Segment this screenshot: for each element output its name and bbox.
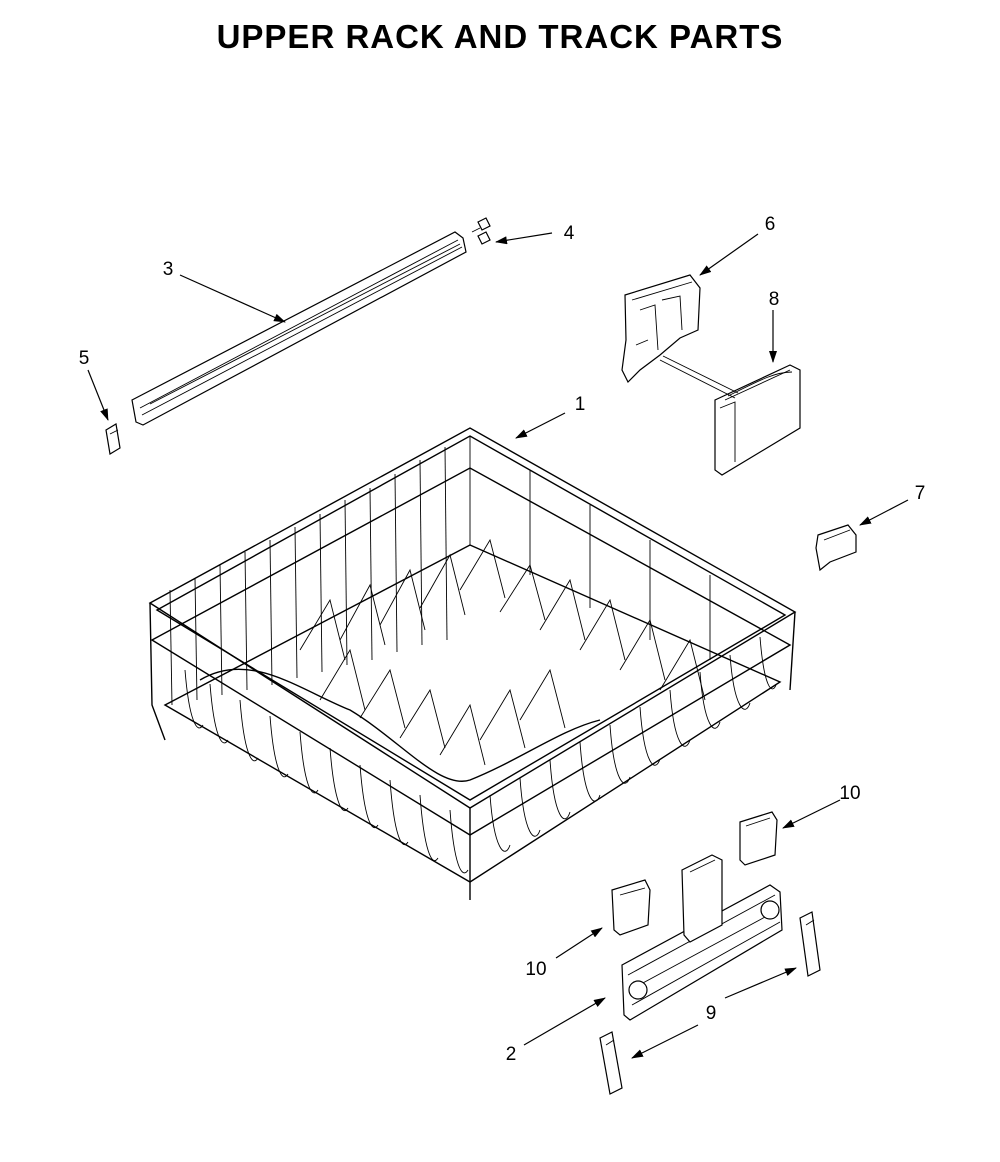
- callout-8: 8: [769, 289, 780, 310]
- part-1-upper-rack: [148, 427, 797, 900]
- leader-arrows: [87, 232, 909, 1059]
- callout-2: 2: [506, 1044, 517, 1065]
- part-9-end-caps: [599, 911, 821, 1095]
- part-3-rail: [131, 231, 467, 426]
- part-6-bracket: [621, 274, 701, 384]
- part-4-clips: [471, 217, 491, 245]
- callout-7: 7: [915, 483, 926, 504]
- part-7-bracket: [815, 524, 857, 572]
- callout-9: 9: [706, 1003, 717, 1024]
- callout-5: 5: [79, 348, 90, 369]
- callout-3: 3: [163, 259, 174, 280]
- callout-1: 1: [575, 394, 586, 415]
- callout-10-lower: 10: [525, 959, 546, 980]
- part-8-holder: [659, 355, 801, 476]
- diagram-title: UPPER RACK AND TRACK PARTS: [216, 18, 784, 55]
- callout-labels: 3 4 5 1 6 8 7 10 10 2 9: [79, 214, 926, 1065]
- part-2-track-assembly: [621, 854, 783, 1021]
- callout-10-upper: 10: [839, 783, 860, 804]
- callout-6: 6: [765, 214, 776, 235]
- part-5-end-cap: [105, 423, 121, 455]
- part-10-clips: [611, 811, 778, 936]
- callout-4: 4: [564, 223, 575, 244]
